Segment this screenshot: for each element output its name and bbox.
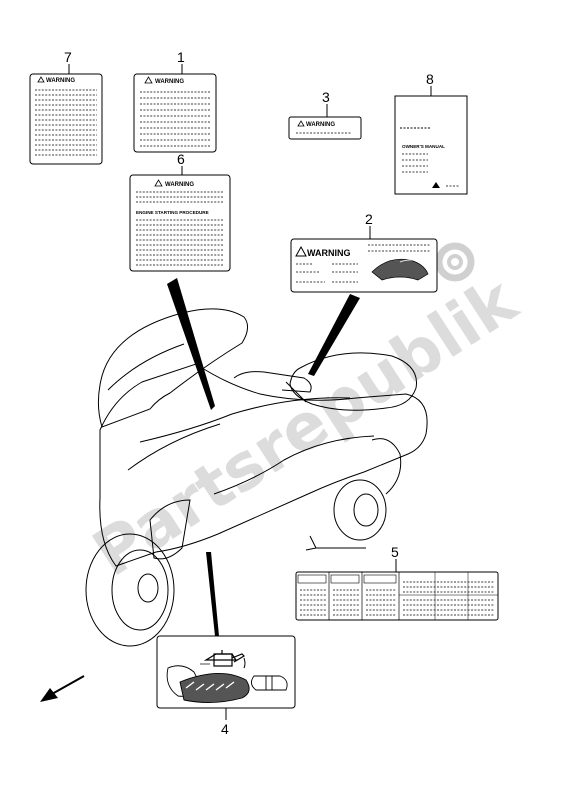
watermark-text: Partsrepublik	[81, 263, 531, 591]
callout-8: 8	[426, 71, 434, 87]
label-6[interactable]: WARNING ENGINE STARTING PROCEDURE	[129, 174, 231, 272]
watermark: Partsrepublik	[81, 263, 531, 591]
callout-numbers: 7 1 3 8 6 2 5 4	[64, 49, 434, 737]
label-3[interactable]: WARNING	[288, 116, 362, 140]
warning-triangle-icon	[297, 120, 305, 127]
warning-triangle-icon	[154, 179, 163, 187]
direction-arrow-icon	[40, 675, 85, 702]
label-5[interactable]	[295, 571, 499, 621]
warning-header-bar	[297, 574, 327, 584]
label-6-heading: WARNING	[165, 182, 194, 188]
label-1-heading: WARNING	[155, 79, 184, 85]
label-4[interactable]	[156, 635, 296, 709]
label-6-subheading: ENGINE STARTING PROCEDURE	[136, 210, 209, 215]
callout-4: 4	[221, 721, 229, 737]
oil-can-icon	[203, 650, 246, 669]
brand-logo-icon	[432, 182, 440, 188]
warning-triangle-icon	[144, 76, 153, 84]
label-2[interactable]: WARNING	[290, 238, 438, 293]
callout-6: 6	[177, 151, 185, 167]
label-1[interactable]: WARNING	[133, 73, 217, 153]
pointer-wedges	[167, 278, 360, 636]
warning-header-bar	[363, 574, 397, 584]
callout-1: 1	[177, 49, 185, 65]
warning-triangle-icon	[37, 76, 45, 83]
callout-2: 2	[365, 211, 373, 227]
warning-header-bar	[330, 574, 360, 584]
label-8-manual[interactable]: OWNER'S MANUAL	[394, 95, 468, 195]
label-2-heading: WARNING	[307, 248, 351, 258]
watermark-gear-icon	[435, 242, 475, 282]
leader-lines	[68, 64, 432, 720]
label-3-heading: WARNING	[306, 122, 335, 128]
callout-7: 7	[64, 49, 72, 65]
scooter-illustration	[85, 308, 428, 647]
callout-3: 3	[322, 89, 330, 105]
callout-5: 5	[391, 544, 399, 560]
oil-level-illustration	[166, 663, 288, 703]
label-8-title: OWNER'S MANUAL	[402, 144, 445, 149]
label-7-heading: WARNING	[46, 78, 75, 84]
warning-triangle-icon	[295, 245, 307, 257]
label-7[interactable]: WARNING	[29, 73, 103, 165]
scooter-seat-illustration	[371, 258, 429, 281]
